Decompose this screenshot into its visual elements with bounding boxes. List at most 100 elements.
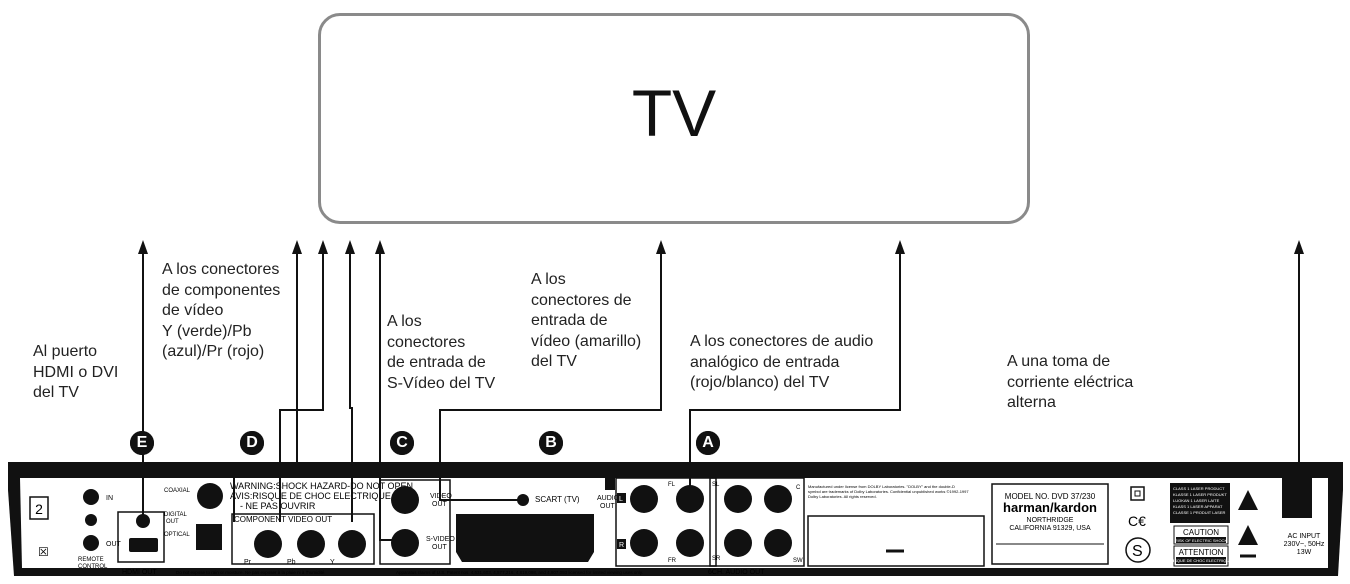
jack-pr [254,530,282,558]
marker-b-top: B [539,431,563,455]
dolby-notice: Manufactured under license from DOLBY La… [808,484,969,499]
line-pr [233,252,298,522]
city-line-1: NORTHRIDGE [1027,517,1074,524]
caution-box [1173,525,1229,545]
warning-triangle-icon [1238,490,1258,510]
label-hdmi: Al puerto HDMI o DVI del TV [33,343,119,401]
jack-y [338,530,366,558]
attention-sub: RISQUE DE CHOC ELECTRIQUE [1170,558,1232,563]
arrow-svideo [375,240,385,254]
scart-connector [456,514,594,562]
pb-label: Pb [287,559,296,566]
marker-d-top: D [240,431,264,455]
r-badge [617,539,626,549]
line-y [349,252,353,522]
tv-box: TV [318,13,1030,224]
label-audio: A los conectores de audio analógico de e… [690,333,874,391]
caution-title: CAUTION [1183,528,1219,537]
l-badge [617,493,626,503]
arrow-y [345,240,355,254]
brand-name: harman/kardon [1003,500,1097,515]
jack-sr [724,529,752,557]
jack-in-label: IN [106,495,113,502]
label-plate [807,515,985,567]
jack-pb [297,530,325,558]
label-power: A una toma de corriente eléctrica altern… [1007,353,1134,411]
scart-pin [517,494,529,506]
six-ch-group [709,477,805,567]
weee-icon: ☒ [38,545,49,559]
safety-s-icon [1125,537,1151,563]
line-composite [439,252,662,501]
double-insulation-icon [1130,486,1145,501]
optical-label: OPTICAL [164,532,190,538]
y-label: Y [330,559,335,566]
jack-audio-r [630,529,658,557]
optical-jack [196,524,222,550]
warning-line-2: AVIS:RISQUE DE CHOC ELECTRIQUE [230,491,391,501]
caution-sub: RISK OF ELECTRIC SHOCK [1175,538,1228,543]
jack-audio-l [630,485,658,513]
jack-c [764,485,792,513]
line-audio [689,252,901,499]
tv-title: TV [631,75,717,150]
hdmi-jack-round [136,514,150,528]
label-component: A los conectores de componentes de vídeo… [162,261,281,360]
marker-a-top: A [696,431,720,455]
bottom-notice-2: Apparatus claims of U.S. Patent nos. 4,6… [396,570,643,575]
arrow-hdmi [138,240,148,254]
audio-tab [605,478,615,490]
city-line-2: CALIFORNIA 91329, USA [1009,525,1091,532]
safety-s-glyph: S [1132,543,1143,560]
hdmi-out-label: HDMI OUT [122,569,157,576]
marker-e-top: E [130,431,154,455]
laser-label [1170,483,1230,523]
sw-label: SW [793,558,803,564]
warning-line-3: - NE PAS OUVRIR [240,501,316,511]
label-composite: A los conectores de entrada de vídeo (am… [531,271,642,370]
shock-triangle-icon [1238,525,1258,545]
coaxial-jack [197,483,223,509]
arrow-pb [318,240,328,254]
component-out-label: COMPONENT VIDEO OUT [234,515,332,524]
jack-out [83,535,99,551]
arrow-composite [656,240,666,254]
r-label: R [619,542,624,549]
jack-in [83,489,99,505]
hdmi-group [117,511,165,563]
jack-svideo [391,529,419,557]
jack-sl [724,485,752,513]
fr-label: FR [668,558,677,564]
line-pb [279,252,324,522]
arrow-audio [895,240,905,254]
jack-sw [764,529,792,557]
coaxial-label: COAXIAL [164,488,191,494]
c-label: C [796,485,801,491]
arrow-pr [292,240,302,254]
power-inlet [1282,478,1312,518]
marker-c-top: C [390,431,414,455]
jack-mid [85,514,97,526]
model-plate [991,483,1109,565]
attention-box [1173,545,1229,567]
region-badge [29,496,49,520]
sr-label: SR [712,556,721,562]
line-svideo [379,252,405,541]
label-svideo: A los conectores de entrada de S-Vídeo d… [387,313,496,392]
component-group [231,513,375,565]
ch6-label: 6CH. AUDIO OUT [708,569,765,576]
jack-video [391,486,419,514]
arrowheads [138,240,1304,254]
bottom-notice-1: Do not expose to rain or moisture. Ne pa… [176,570,325,575]
model-number: MODEL NO. DVD 37/230 [1005,492,1096,501]
sl-label: SL [712,482,720,488]
l-label: L [619,496,623,503]
scart-label: SCART (TV) [535,495,580,504]
arrow-power [1294,240,1304,254]
